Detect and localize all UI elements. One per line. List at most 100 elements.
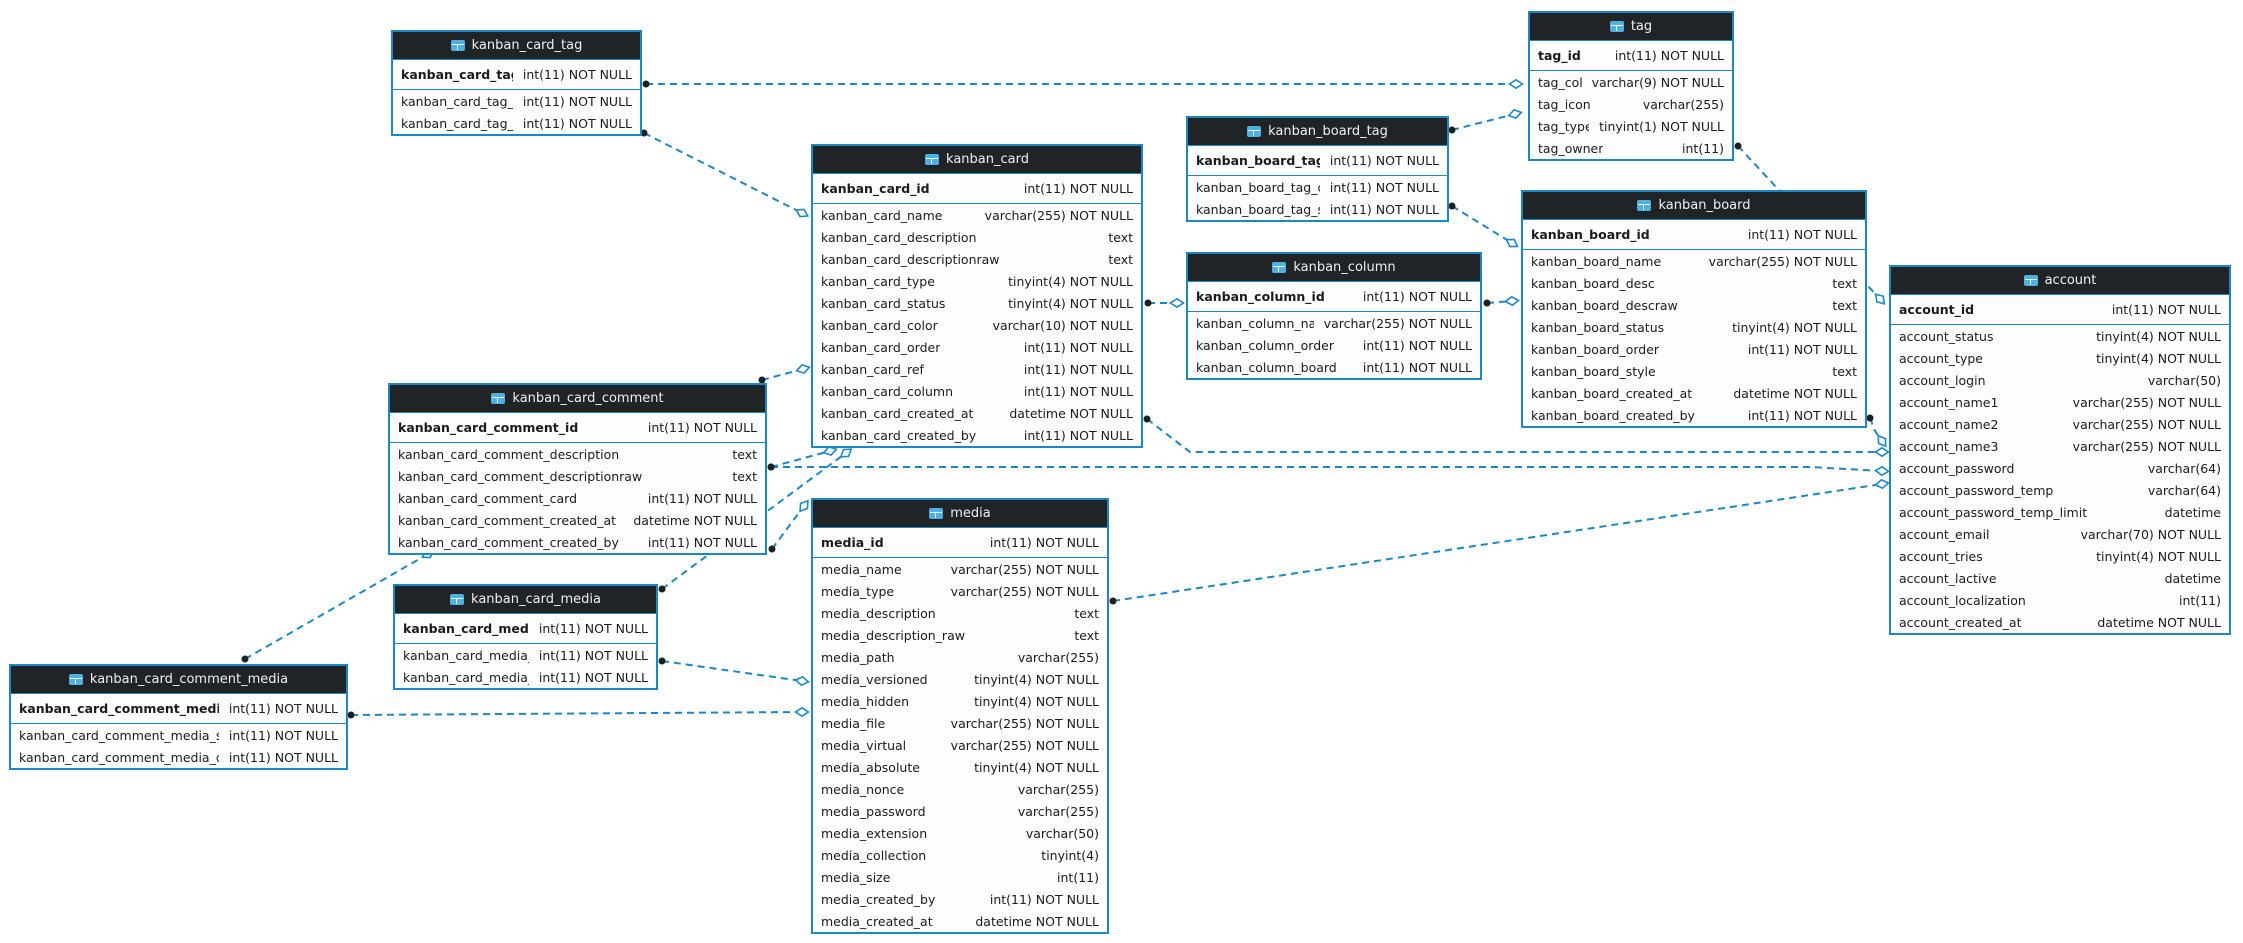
table-kanban_board_tag[interactable]: kanban_board_tagkanban_board_tag_idint(1… <box>1186 116 1449 222</box>
relation-kanban_column-to-kanban_board[interactable] <box>1483 295 1520 307</box>
relation-kanban_card_comment-to-media[interactable] <box>768 499 809 553</box>
relation-kanban_board_tag-to-tag[interactable] <box>1448 108 1523 134</box>
table-header[interactable]: kanban_card_tag <box>393 32 640 60</box>
relation-kanban_board_tag-to-kanban_board[interactable] <box>1448 202 1519 248</box>
table-kanban_card_media[interactable]: kanban_card_mediakanban_card_media_idint… <box>393 584 658 690</box>
table-header[interactable]: media <box>813 500 1107 528</box>
table-header[interactable]: kanban_card <box>813 146 1141 174</box>
relation-kanban_card_tag-to-kanban_card[interactable] <box>640 129 810 218</box>
table-header[interactable]: tag <box>1530 13 1732 41</box>
table-header[interactable]: kanban_board_tag <box>1188 118 1447 146</box>
relation-kanban_board-to-account[interactable] <box>1866 414 1887 448</box>
relation-kanban_card_tag-to-tag[interactable] <box>642 78 1524 90</box>
relation-kanban_card_comment_media-to-media[interactable] <box>347 706 810 719</box>
table-header[interactable]: account <box>1891 267 2229 295</box>
table-header[interactable]: kanban_card_comment <box>390 385 765 413</box>
table-kanban_card_tag[interactable]: kanban_card_tagkanban_card_tag_idint(11)… <box>391 30 642 136</box>
relation-kanban_card-to-account[interactable] <box>1143 415 1890 458</box>
table-header[interactable]: kanban_board <box>1523 192 1865 220</box>
relation-kanban_card-to-kanban_column[interactable] <box>1144 297 1185 309</box>
